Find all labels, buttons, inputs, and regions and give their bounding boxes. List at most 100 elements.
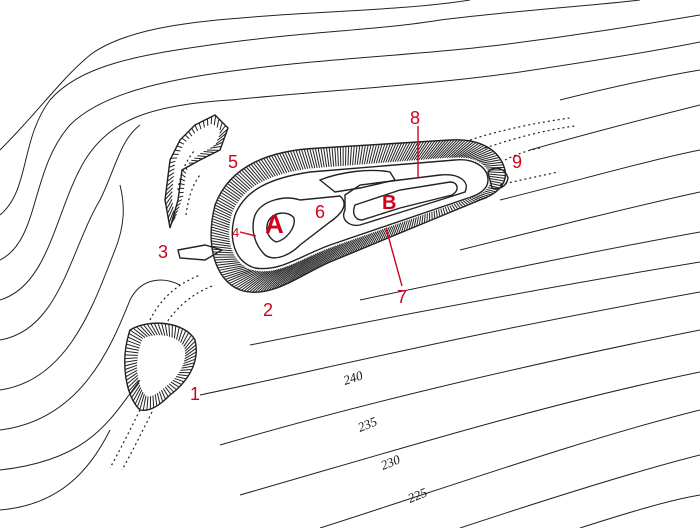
hachure-stroke bbox=[444, 206, 449, 214]
hachure-stroke bbox=[437, 139, 455, 159]
hachure-stroke bbox=[434, 139, 452, 159]
hachure-stroke bbox=[281, 152, 292, 172]
hachure-stroke bbox=[387, 143, 397, 163]
hachure-stroke bbox=[271, 155, 283, 175]
hachure-stroke bbox=[191, 128, 196, 134]
hachure-stroke bbox=[336, 240, 350, 260]
hachure-stroke bbox=[284, 259, 304, 286]
hachure-stroke bbox=[211, 237, 230, 243]
hachure-stroke bbox=[357, 234, 368, 251]
hachure-stroke bbox=[168, 164, 175, 168]
contour-line bbox=[459, 454, 700, 528]
hachure-stroke bbox=[375, 228, 384, 244]
barbican bbox=[124, 322, 197, 412]
hachure-stroke bbox=[142, 395, 147, 411]
hachure-stroke bbox=[168, 324, 171, 337]
hachure-stroke bbox=[181, 137, 187, 142]
hachure-stroke bbox=[181, 365, 194, 369]
hachure-stroke bbox=[220, 192, 238, 204]
hachure-stroke bbox=[295, 149, 304, 170]
hachure-stroke bbox=[320, 147, 325, 168]
hachure-stroke bbox=[146, 396, 149, 411]
hachure-stroke bbox=[392, 142, 402, 163]
hachure-stroke bbox=[214, 258, 237, 261]
hachure-stroke bbox=[296, 254, 315, 280]
hachure-stroke bbox=[472, 150, 494, 160]
hachure-stroke bbox=[404, 141, 416, 162]
hachure-stroke bbox=[246, 270, 273, 293]
elevation-label: 225 bbox=[406, 484, 430, 505]
hachure-stroke bbox=[458, 142, 480, 158]
hachure-stroke bbox=[243, 168, 259, 185]
hachure-stroke bbox=[165, 195, 173, 205]
hachure-stroke bbox=[289, 150, 299, 171]
hachure-stroke bbox=[233, 270, 261, 288]
hachure-stroke bbox=[311, 248, 328, 272]
inner-courtyards bbox=[252, 169, 467, 259]
hachure-stroke bbox=[180, 178, 186, 182]
eastern-tracks bbox=[469, 117, 576, 190]
hachure-stroke bbox=[418, 215, 422, 226]
hachure-stroke bbox=[166, 179, 174, 187]
hachure-stroke bbox=[181, 332, 190, 345]
hachure-stroke bbox=[211, 226, 230, 233]
hachure-stroke bbox=[262, 266, 287, 292]
hachure-stroke bbox=[164, 386, 172, 395]
hachure-stroke bbox=[241, 169, 257, 186]
hachure-stroke bbox=[211, 229, 230, 236]
hachure-stroke bbox=[211, 234, 230, 240]
hachure-stroke bbox=[125, 347, 139, 351]
hachure-stroke bbox=[346, 237, 359, 256]
hachure-stroke bbox=[359, 233, 370, 250]
outwork-north bbox=[164, 114, 229, 229]
hachure-stroke bbox=[194, 157, 203, 160]
hachure-stroke bbox=[170, 157, 178, 159]
hachure-stroke bbox=[168, 210, 175, 223]
hachure-stroke bbox=[480, 193, 489, 197]
hachure-stroke bbox=[136, 391, 144, 408]
hachure-stroke bbox=[168, 168, 175, 173]
hachure-stroke bbox=[482, 161, 503, 166]
hachure-stroke bbox=[427, 140, 444, 160]
hachure-stroke bbox=[238, 171, 255, 187]
hachure-stroke bbox=[306, 250, 324, 274]
hachure-stroke bbox=[382, 143, 391, 163]
hachure-stroke bbox=[301, 252, 319, 277]
hachure-stroke bbox=[158, 391, 164, 402]
hachure-stroke bbox=[395, 222, 402, 235]
hachure-stroke bbox=[341, 239, 355, 258]
hachure-stroke bbox=[349, 236, 361, 255]
hachure-stroke bbox=[219, 194, 237, 206]
hachure-stroke bbox=[240, 270, 268, 291]
hachure-stroke bbox=[124, 359, 138, 363]
point-label-5: 5 bbox=[228, 152, 238, 172]
hachure-stroke bbox=[446, 139, 466, 159]
hachure-stroke bbox=[169, 214, 175, 228]
east-gate bbox=[487, 167, 509, 190]
contour-line bbox=[0, 41, 700, 301]
hachure-stroke bbox=[243, 270, 271, 292]
hachure-stroke bbox=[279, 153, 290, 173]
hachure-stroke bbox=[197, 155, 207, 158]
hachure-stroke bbox=[218, 265, 244, 271]
hachure-stroke bbox=[164, 191, 173, 201]
hachure-stroke bbox=[248, 165, 263, 183]
hachure-stroke bbox=[170, 381, 180, 388]
hachure-stroke bbox=[128, 333, 143, 342]
hachure-stroke bbox=[165, 183, 174, 191]
hachure-stroke bbox=[188, 131, 193, 137]
hachure-stroke bbox=[157, 322, 163, 336]
hachure-stroke bbox=[176, 327, 180, 340]
hachure-stroke bbox=[490, 180, 504, 185]
hachure-stroke bbox=[490, 175, 506, 179]
hachure-stroke bbox=[175, 376, 187, 380]
hachure-stroke bbox=[126, 340, 141, 347]
point-label-6: 6 bbox=[315, 202, 325, 222]
outer-rampart bbox=[210, 139, 507, 293]
hachure-stroke bbox=[227, 182, 244, 196]
hachure-stroke bbox=[286, 258, 306, 285]
hachure-stroke bbox=[439, 139, 458, 159]
hachure-stroke bbox=[236, 173, 253, 189]
point-label-9: 9 bbox=[512, 152, 522, 172]
